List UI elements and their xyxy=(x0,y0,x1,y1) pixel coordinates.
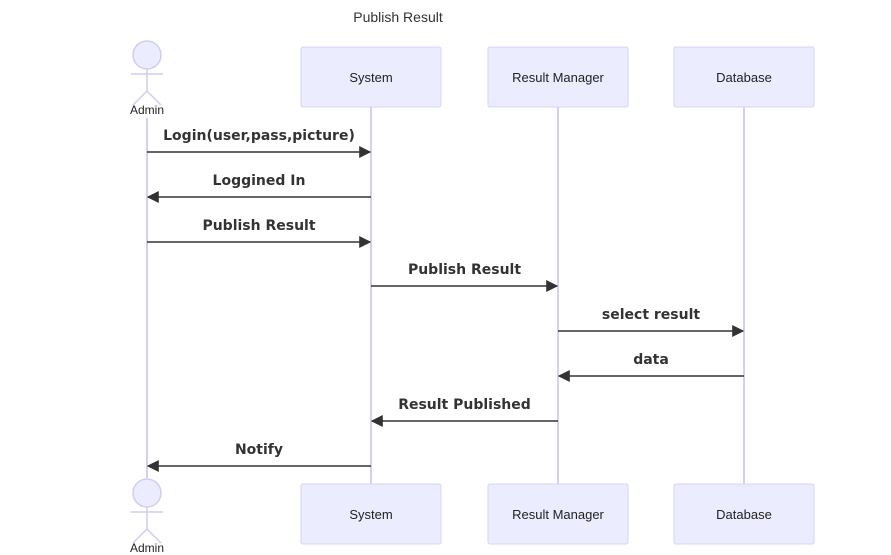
participants-bottom: Admin System Result Manager Database xyxy=(130,478,815,555)
message-1-label: Login(user,pass,picture) xyxy=(163,128,355,144)
message-8-label: Notify xyxy=(235,442,283,458)
participant-result-manager-top-label: Result Manager xyxy=(512,70,604,85)
actor-admin-top-icon xyxy=(131,40,163,106)
lifelines xyxy=(146,107,745,484)
message-7-label: Result Published xyxy=(398,397,531,413)
participant-database-top-box xyxy=(673,46,815,108)
actor-admin-bottom-icon xyxy=(131,478,163,544)
participants-top: Admin System Result Manager Database xyxy=(130,40,815,117)
diagram-title: Publish Result xyxy=(353,9,443,25)
participant-result-manager-top-box xyxy=(487,46,629,108)
message-2-label: Loggined In xyxy=(213,173,306,189)
participant-database-top-label: Database xyxy=(716,70,772,85)
actor-admin-top-label: Admin xyxy=(130,103,164,117)
participant-database-bottom-label: Database xyxy=(716,507,772,522)
participant-result-manager-bottom-box xyxy=(487,483,629,545)
participant-system-bottom-box xyxy=(300,483,442,545)
participant-database-bottom-box xyxy=(673,483,815,545)
participant-system-bottom-label: System xyxy=(349,507,392,522)
message-5-label: select result xyxy=(602,307,700,323)
messages: Login(user,pass,picture) Loggined In Publi… xyxy=(146,128,745,472)
message-6-label: data xyxy=(633,352,669,368)
participant-result-manager-bottom-label: Result Manager xyxy=(512,507,604,522)
participant-system-top-box xyxy=(300,46,442,108)
message-3-label: Publish Result xyxy=(202,218,315,234)
actor-admin-bottom-label: Admin xyxy=(130,541,164,555)
message-4-label: Publish Result xyxy=(408,262,521,278)
participant-system-top-label: System xyxy=(349,70,392,85)
